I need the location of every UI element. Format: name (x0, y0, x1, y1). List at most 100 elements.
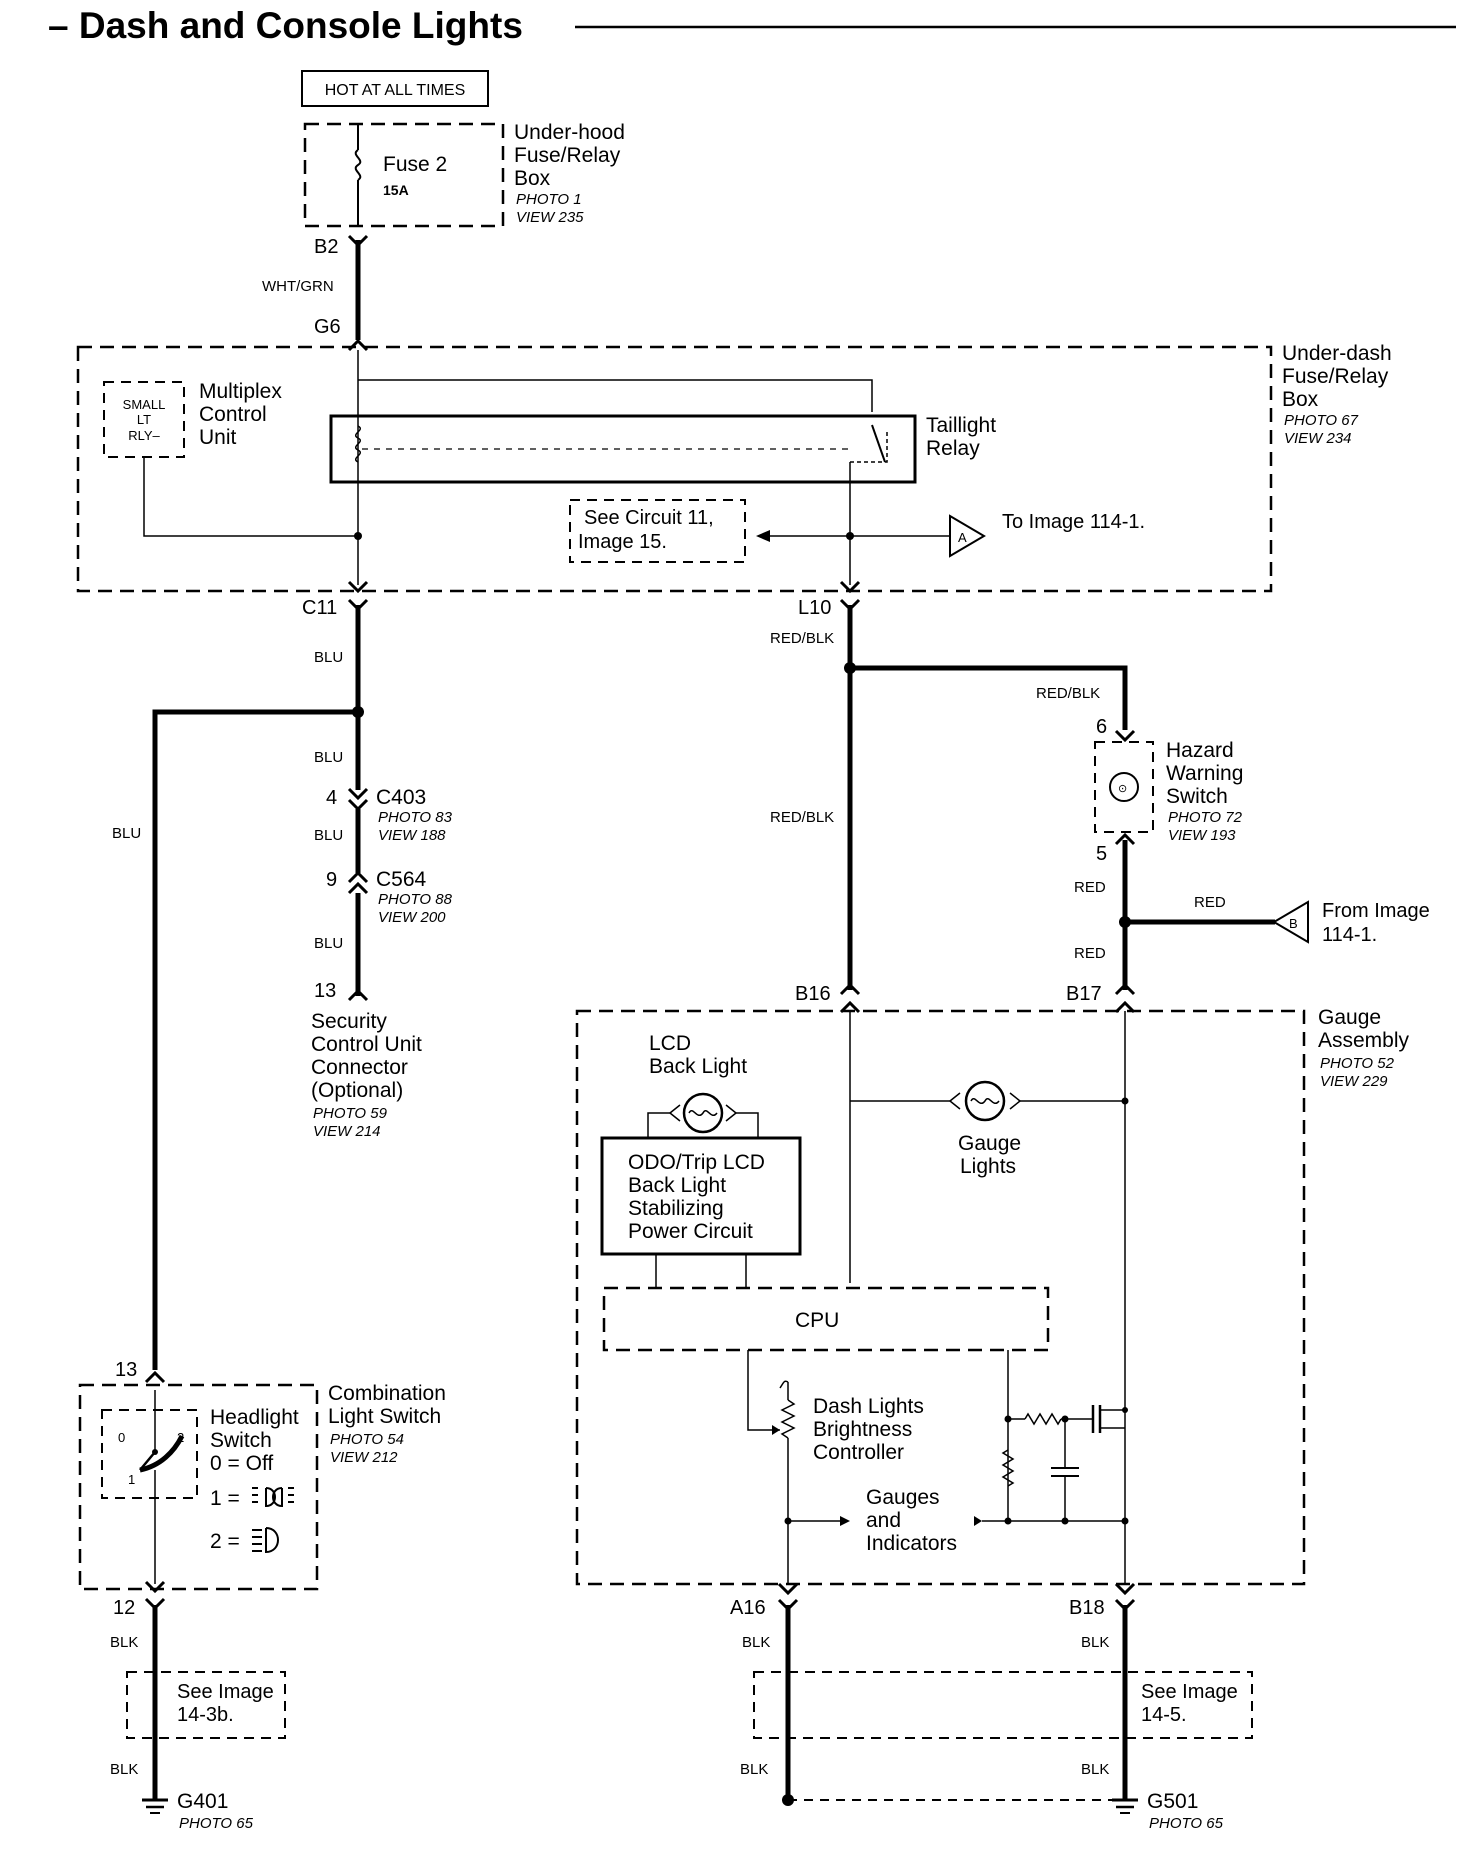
pin-b18: B18 (1069, 1597, 1105, 1619)
fuse-name: Fuse 2 (383, 153, 447, 176)
wire-label-blu-3: BLU (314, 827, 343, 844)
gauge-assembly-box (575, 1009, 1306, 1586)
fuse-rating: 15A (383, 182, 409, 198)
see-14-3b-line-1: See Image (177, 1681, 274, 1703)
odo-label-4: Power Circuit (628, 1220, 753, 1243)
security-pin: 13 (314, 980, 336, 1002)
connector-b-label: B (1289, 916, 1298, 931)
underhood-label-2: Fuse/Relay (514, 144, 621, 167)
see-14-3b-box (126, 1671, 286, 1739)
hazard-switch-box (1094, 741, 1154, 833)
see-14-5-box (753, 1671, 1253, 1739)
hot-label-box (301, 70, 489, 107)
underdash-fuse-box (76, 345, 1273, 593)
hazard-bulb-glyph: ⊙ (1118, 783, 1127, 795)
headlight-switch-box (101, 1409, 198, 1499)
wire-blu-branch (152, 709, 358, 1370)
wire-label-red-3: RED (1074, 945, 1106, 962)
c403-view: VIEW 188 (378, 827, 446, 844)
gauges-ind-label-3: Indicators (866, 1532, 957, 1555)
wire-label-blk-b18-2: BLK (1081, 1761, 1109, 1778)
lcd-bulb-icon (682, 1092, 724, 1134)
gauge-lights-label-1: Gauge (958, 1132, 1021, 1155)
headlight-pos-0: 0 (118, 1430, 125, 1445)
security-label-3: Connector (311, 1056, 408, 1079)
wire-label-blk-a16-2: BLK (740, 1761, 768, 1778)
underhood-view: VIEW 235 (516, 209, 584, 226)
wire-label-blk-b18-1: BLK (1081, 1634, 1109, 1651)
underdash-view: VIEW 234 (1284, 430, 1352, 447)
pin-l10: L10 (798, 597, 831, 619)
c564-photo: PHOTO 88 (378, 891, 453, 908)
security-label-2: Control Unit (311, 1033, 422, 1056)
headlight-label-2: Switch (210, 1429, 272, 1452)
taillight-label-1: Taillight (926, 414, 996, 437)
combination-switch-box (78, 1383, 319, 1591)
gauges-ind-label-2: and (866, 1509, 901, 1532)
wire-red-blk-branch (850, 665, 1128, 730)
wire-label-blk-combo-1: BLK (110, 1634, 138, 1651)
security-label-1: Security (311, 1010, 387, 1033)
c564-pin: 9 (326, 869, 337, 891)
underhood-label-3: Box (514, 167, 551, 190)
wire-label-red-1: RED (1074, 879, 1106, 896)
underhood-label-1: Under-hood (514, 121, 625, 144)
security-label-4: (Optional) (311, 1079, 403, 1102)
wire-label-blu-1: BLU (314, 649, 343, 666)
combo-photo: PHOTO 54 (330, 1431, 404, 1448)
headlight-label-5: 2 = (210, 1530, 240, 1553)
pin-b17: B17 (1066, 983, 1102, 1005)
g401-name: G401 (177, 1790, 228, 1813)
hazard-bulb-icon (1109, 772, 1139, 802)
gauge-assembly-label-2: Assembly (1318, 1029, 1410, 1052)
dash-ctrl-label-3: Controller (813, 1441, 904, 1464)
gauge-assembly-label-1: Gauge (1318, 1006, 1381, 1029)
see-14-3b-line-2: 14-3b. (177, 1704, 234, 1726)
gauge-assembly-view: VIEW 229 (1320, 1073, 1388, 1090)
headlight-label-1: Headlight (210, 1406, 299, 1429)
headlights-icon (252, 1527, 279, 1554)
odo-label-3: Stabilizing (628, 1197, 724, 1220)
see-circuit-11-line-1: See Circuit 11, (584, 507, 714, 529)
wire-label-red-blk-1: RED/BLK (770, 630, 834, 647)
hot-label: HOT AT ALL TIMES (325, 82, 466, 99)
taillight-label-2: Relay (926, 437, 980, 460)
wire-label-wht-grn: WHT/GRN (262, 278, 334, 295)
g501-photo: PHOTO 65 (1149, 1815, 1224, 1832)
lcd-label-1: LCD (649, 1032, 691, 1055)
underdash-photo: PHOTO 67 (1284, 412, 1359, 429)
dash-ctrl-label-2: Brightness (813, 1418, 912, 1441)
gauge-assembly-photo: PHOTO 52 (1320, 1055, 1395, 1072)
underdash-label-2: Fuse/Relay (1282, 365, 1389, 388)
hazard-pin-6: 6 (1096, 716, 1107, 738)
c403-photo: PHOTO 83 (378, 809, 453, 826)
underdash-label-3: Box (1282, 388, 1319, 411)
taillight-relay-box (329, 414, 917, 484)
combo-label-2: Light Switch (328, 1405, 441, 1428)
see-circuit-11-line-2: Image 15. (578, 531, 667, 553)
mcu-label-2: Control (199, 403, 267, 426)
pin-a16: A16 (730, 1597, 766, 1619)
pin-12-combo: 12 (113, 1597, 135, 1619)
c403-pin: 4 (326, 787, 337, 809)
headlight-pos-1: 1 (128, 1472, 135, 1487)
odo-circuit-box (600, 1136, 802, 1256)
connector-b-icon (1272, 900, 1309, 944)
odo-label-1: ODO/Trip LCD (628, 1151, 765, 1174)
security-photo: PHOTO 59 (313, 1105, 388, 1122)
gauge-lights-bulb-icon (964, 1080, 1006, 1122)
wire-label-blu-2: BLU (314, 749, 343, 766)
underhood-fuse-box (303, 122, 505, 228)
hazard-view: VIEW 193 (1168, 827, 1236, 844)
dash-ctrl-label-1: Dash Lights (813, 1395, 924, 1418)
c403-name: C403 (376, 786, 426, 809)
relay-coil-icon (355, 425, 361, 463)
mcu-label-1: Multiplex (199, 380, 282, 403)
base-resistor-icon (1024, 1412, 1062, 1426)
mcu-label-3: Unit (199, 426, 237, 449)
pin-b2: B2 (314, 236, 338, 258)
headlight-label-3: 0 = Off (210, 1452, 273, 1475)
see-14-5-line-1: See Image (1141, 1681, 1238, 1703)
small-lt-rly-text-3: RLY– (128, 428, 160, 443)
